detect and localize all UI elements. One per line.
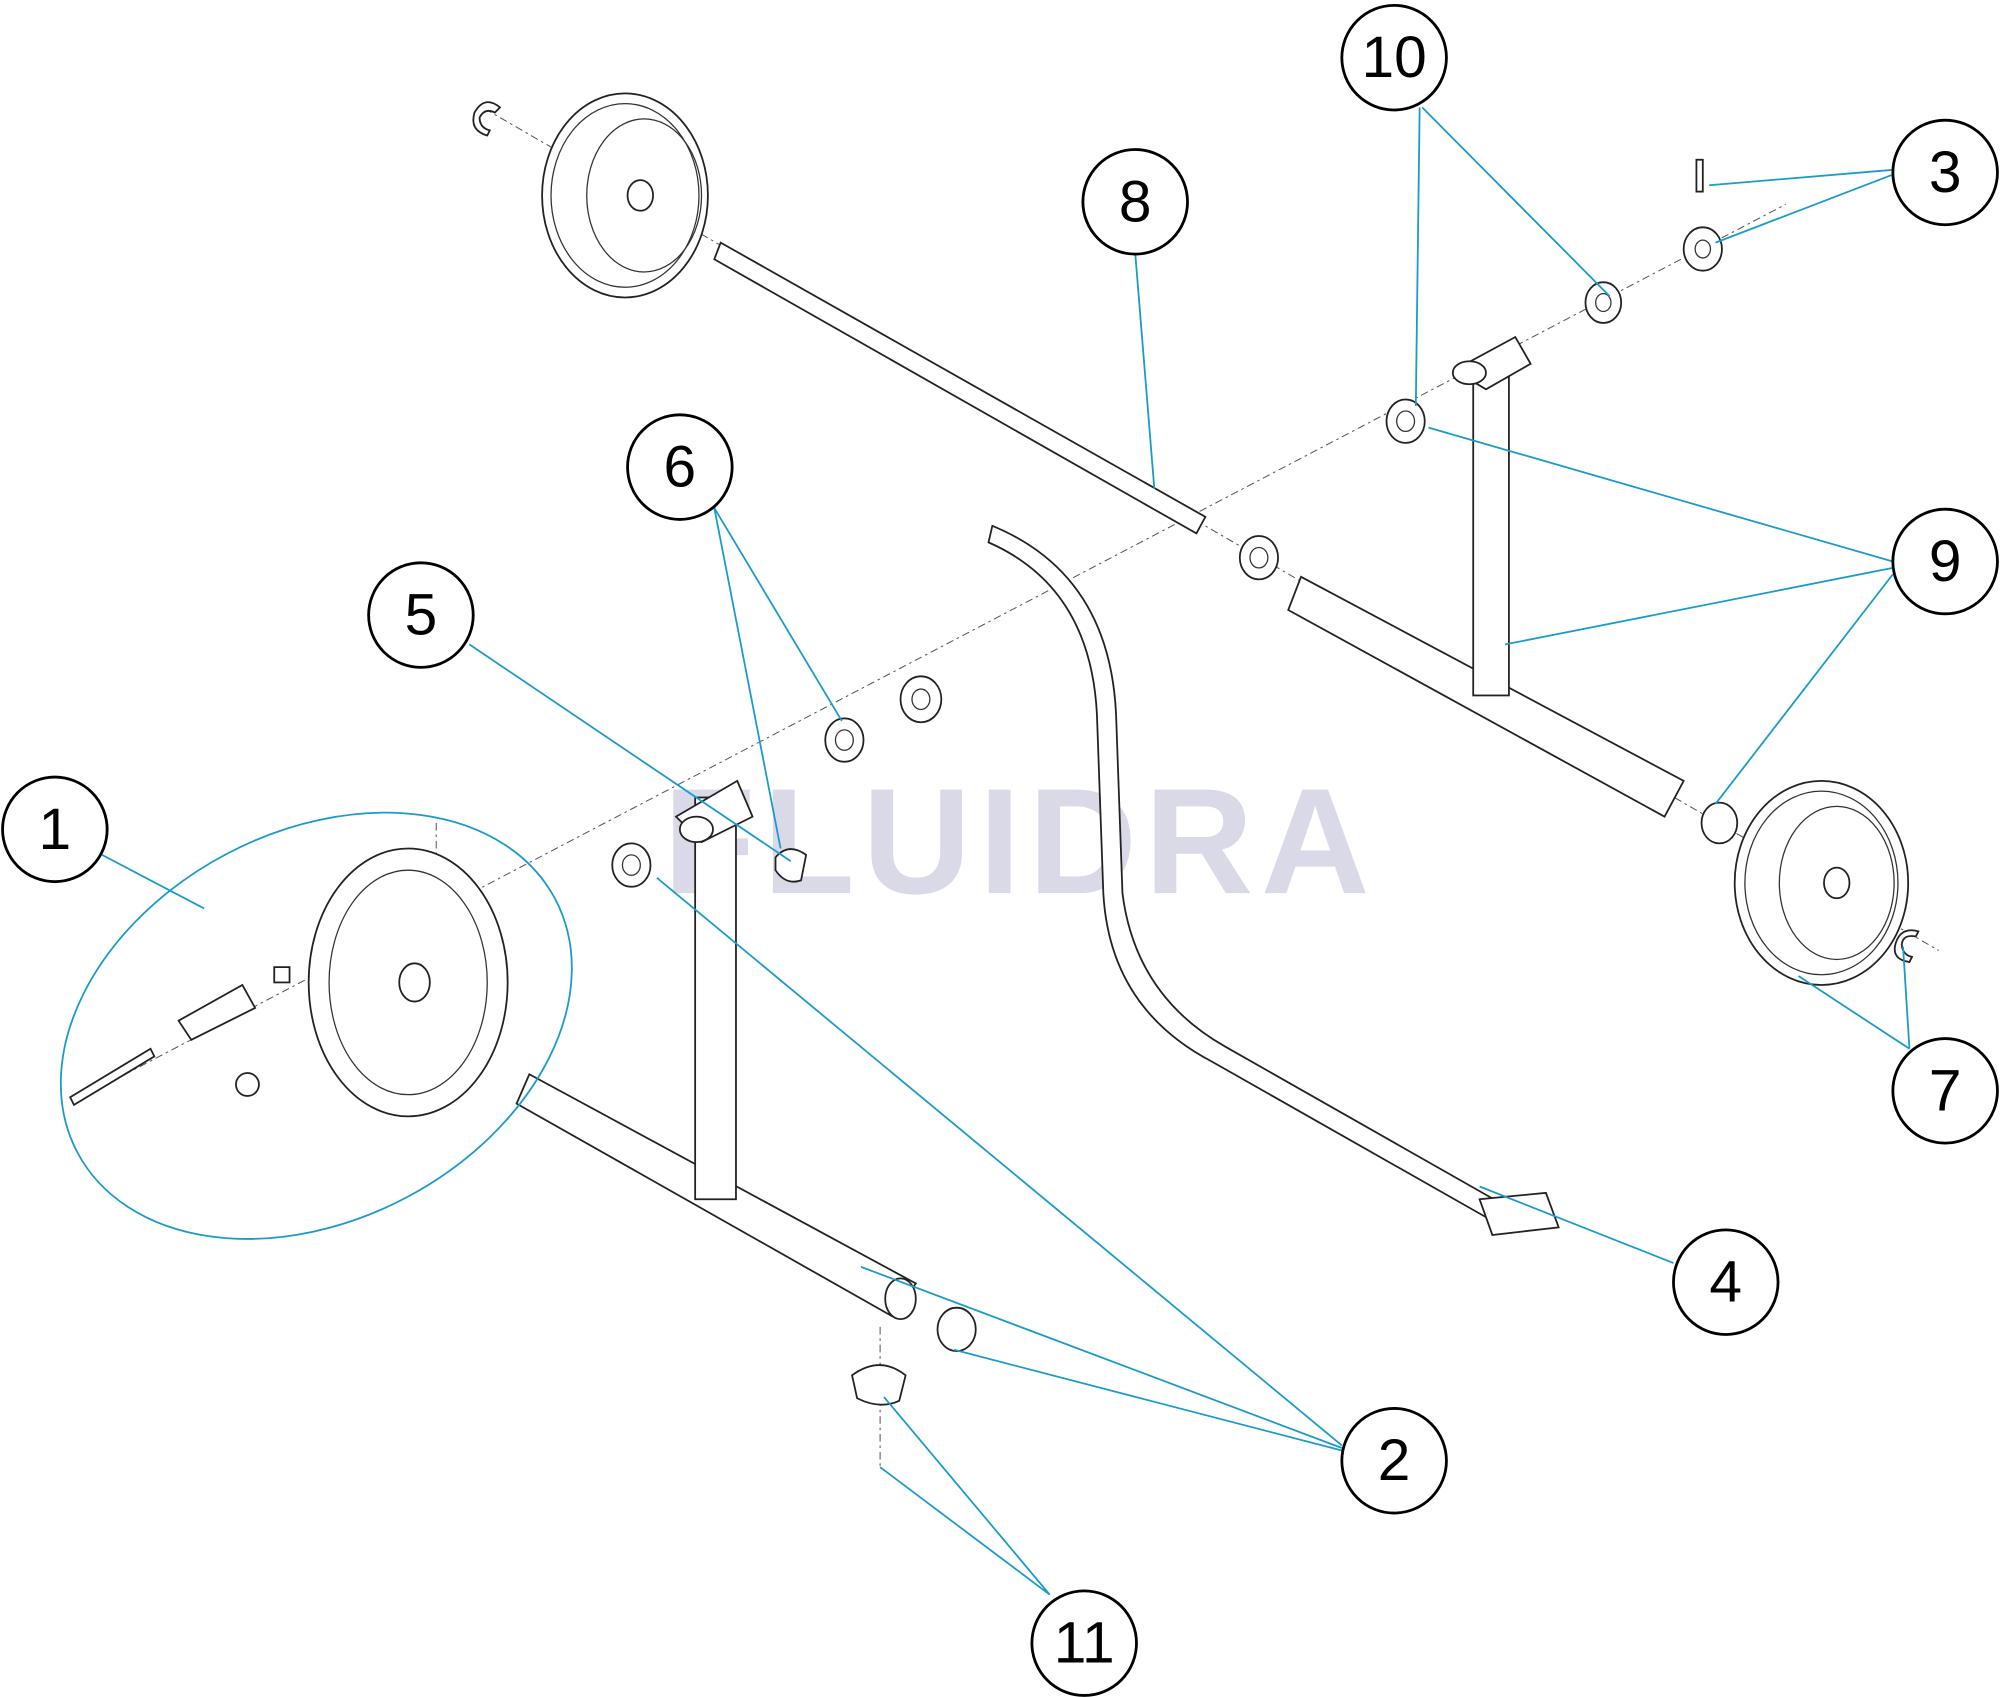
handle-clamp — [1478, 1191, 1560, 1236]
right-frame — [1287, 335, 1685, 818]
callout-3: 3 — [1891, 118, 1999, 227]
e-clip-top-left — [472, 101, 502, 137]
svg-text:10: 10 — [1362, 25, 1427, 90]
callout-10: 10 — [1340, 3, 1448, 112]
wheel-kit-outline — [59, 811, 573, 1240]
svg-text:8: 8 — [1119, 169, 1152, 234]
wheel-kit — [68, 847, 509, 1118]
watermark: FLUIDRA — [663, 757, 1377, 925]
locking-knob — [774, 848, 808, 883]
wheel-bottom-right — [1733, 780, 1910, 986]
e-clip-bottom-right — [1893, 929, 1920, 963]
svg-text:11: 11 — [1054, 1611, 1115, 1676]
callout-4: 4 — [1672, 1228, 1780, 1336]
callout-7: 7 — [1891, 1037, 1999, 1145]
axle — [713, 241, 1207, 535]
left-frame — [515, 779, 918, 1321]
svg-text:2: 2 — [1378, 1428, 1411, 1493]
leader-lines — [101, 106, 1911, 1596]
callout-11: 11 — [1030, 1589, 1138, 1697]
svg-text:3: 3 — [1929, 140, 1962, 205]
svg-text:5: 5 — [405, 583, 438, 648]
svg-text:4: 4 — [1709, 1250, 1742, 1315]
callout-1: 1 — [1, 775, 109, 884]
foot-cap — [851, 1364, 907, 1406]
wheel-top-left — [541, 92, 709, 299]
callout-6: 6 — [626, 413, 734, 521]
callout-9: 9 — [1891, 507, 1999, 616]
svg-text:1: 1 — [39, 797, 72, 862]
svg-text:9: 9 — [1929, 529, 1962, 594]
svg-text:7: 7 — [1929, 1058, 1962, 1123]
callout-8: 8 — [1081, 148, 1189, 256]
callout-2: 2 — [1340, 1407, 1448, 1515]
callout-5: 5 — [367, 561, 475, 669]
bushings — [611, 158, 1739, 1352]
svg-text:6: 6 — [664, 435, 697, 500]
